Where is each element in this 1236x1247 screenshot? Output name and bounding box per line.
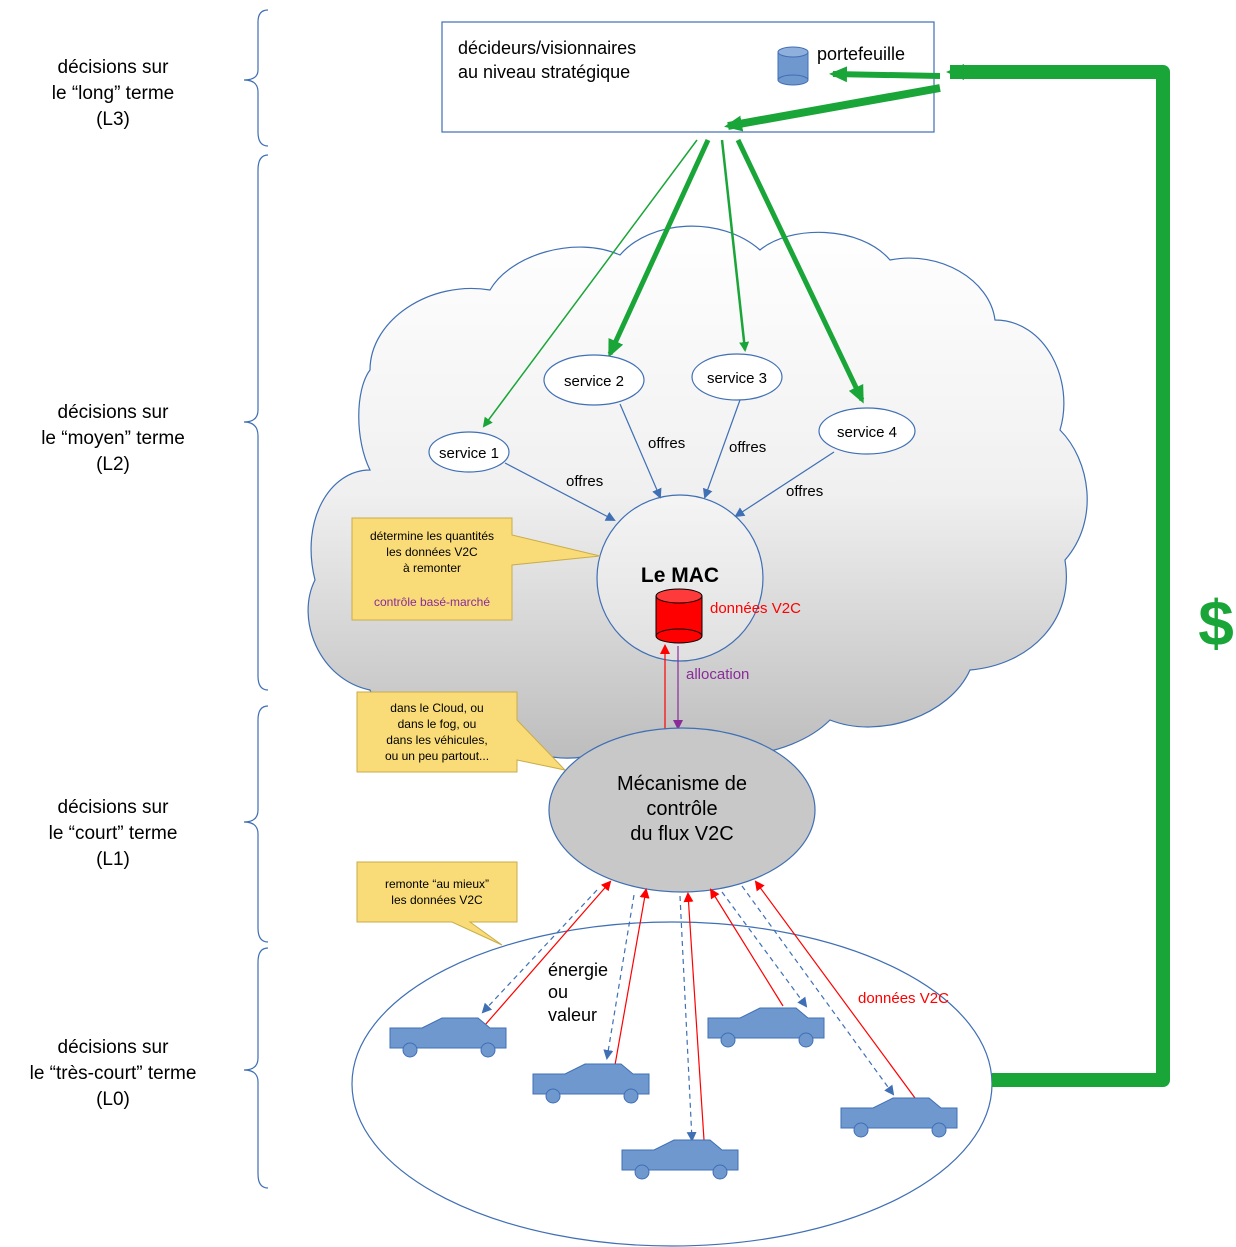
car2-to-mech [614, 888, 650, 1066]
level-l0-line1: décisions sur [58, 1037, 170, 1058]
portfolio-label: portefeuille [817, 44, 905, 64]
svg-text:dans les véhicules,: dans les véhicules, [386, 733, 487, 747]
service-3: service 3 [691, 353, 783, 401]
vehicles-ellipse [351, 921, 993, 1247]
arrow-to-service3 [720, 139, 750, 352]
arrow-to-portfolio [829, 66, 941, 83]
service-2: service 2 [543, 354, 645, 406]
brace-l1 [243, 705, 269, 943]
level-braces [243, 9, 269, 1189]
energy-line2: ou [548, 982, 568, 1002]
level-l3-line1: décisions sur [58, 57, 170, 78]
mechanism-line3: du flux V2C [630, 823, 733, 845]
svg-text:remonte “au mieux”: remonte “au mieux” [385, 877, 489, 891]
level-l2-line2: le “moyen” terme [41, 428, 185, 449]
svg-text:service 2: service 2 [564, 373, 624, 390]
svg-text:contrôle basé-marché: contrôle basé-marché [374, 595, 490, 609]
callout-where: dans le Cloud, ou dans le fog, ou dans l… [356, 691, 567, 773]
offer-arrow-1 [504, 462, 616, 521]
service-1: service 1 [428, 431, 510, 473]
level-l2-line1: décisions sur [58, 402, 170, 423]
mechanism-ellipse [548, 727, 816, 893]
mechanism-line2: contrôle [646, 798, 717, 820]
alloc-to-car3 [679, 895, 697, 1142]
level-l0-line3: (L0) [96, 1089, 130, 1110]
money-loop [946, 64, 1170, 1087]
svg-text:détermine les quantités: détermine les quantités [370, 529, 494, 543]
alloc-to-car4 [721, 891, 808, 1008]
strategic-line1: décideurs/visionnaires [458, 38, 636, 58]
svg-text:dans le Cloud, ou: dans le Cloud, ou [390, 701, 483, 715]
car1-to-mech [484, 880, 612, 1026]
arrow-to-decision [724, 84, 941, 132]
car5-to-mech [754, 880, 916, 1099]
energy-line3: valeur [548, 1005, 597, 1025]
brace-l0 [243, 947, 269, 1189]
level-l3-line3: (L3) [96, 109, 130, 130]
level-l0-line2: le “très-court” terme [30, 1063, 197, 1084]
offres-label-3: offres [729, 439, 766, 456]
svg-text:service 1: service 1 [439, 445, 499, 462]
arrow-to-service4 [735, 138, 865, 404]
v2c-arrows [481, 880, 916, 1142]
car4-to-mech [709, 888, 784, 1007]
level-l1-line3: (L1) [96, 849, 130, 870]
car3-to-mech [683, 892, 705, 1141]
energy-line1: énergie [548, 960, 608, 980]
brace-l2 [243, 154, 269, 691]
callout-best: remonte “au mieux” les données V2C [356, 861, 518, 946]
svg-text:à remonter: à remonter [403, 561, 461, 575]
alloc-to-car2 [603, 894, 635, 1060]
offres-label-2: offres [648, 435, 685, 452]
allocation-label: allocation [686, 666, 749, 683]
svg-text:les données V2C: les données V2C [386, 545, 478, 559]
mac-title: Le MAC [641, 564, 719, 587]
mechanism-line1: Mécanisme de [617, 773, 747, 795]
offres-label-4: offres [786, 483, 823, 500]
money-symbol: $ [1198, 587, 1234, 659]
svg-text:les données V2C: les données V2C [391, 893, 483, 907]
level-l2-line3: (L2) [96, 454, 130, 475]
svg-text:service 4: service 4 [837, 424, 897, 441]
level-l1-line2: le “court” terme [49, 823, 178, 844]
alloc-to-car5 [741, 885, 895, 1096]
svg-text:ou un peu partout...: ou un peu partout... [385, 749, 489, 763]
brace-l3 [243, 9, 269, 147]
level-l1-line1: décisions sur [58, 797, 170, 818]
alloc-to-car1 [481, 889, 598, 1014]
svg-text:dans le fog, ou: dans le fog, ou [398, 717, 477, 731]
service-4: service 4 [818, 407, 916, 455]
offer-arrow-4 [734, 451, 835, 518]
mac-circle [596, 494, 764, 662]
strategic-line2: au niveau stratégique [458, 62, 630, 82]
arrow-to-service1 [482, 139, 698, 428]
arrow-to-service2 [607, 138, 711, 358]
offer-arrow-2 [619, 403, 662, 499]
v2c-label: données V2C [858, 990, 949, 1007]
level-labels: décisions sur le “long” terme (L3) décis… [30, 57, 197, 1110]
portfolio-db-icon [777, 46, 809, 86]
callout-mac: détermine les quantités les données V2C … [351, 517, 601, 621]
svg-text:service 3: service 3 [707, 370, 767, 387]
offres-label-1: offres [566, 473, 603, 490]
offer-arrow-3 [703, 399, 741, 499]
v2c-db-icon [655, 588, 703, 644]
v2c-db-label: données V2C [710, 600, 801, 617]
level-l3-line2: le “long” terme [52, 83, 175, 104]
